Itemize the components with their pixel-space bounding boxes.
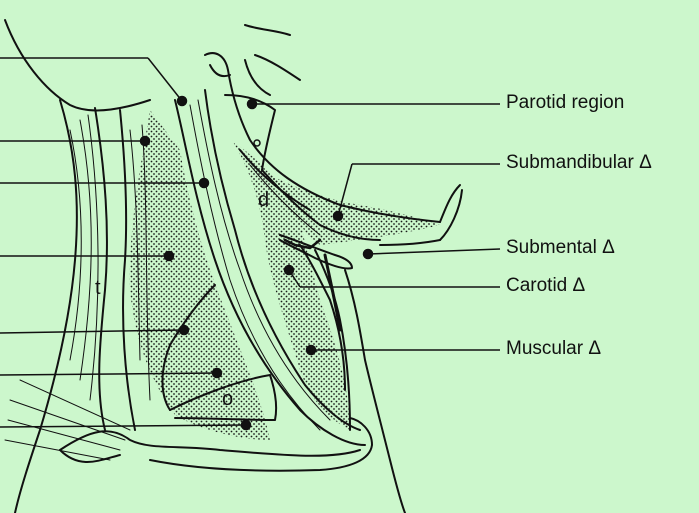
pointer-dot-left-5 [180, 326, 189, 335]
pointer-dot-left-7 [242, 421, 251, 430]
small-circle-marker [254, 140, 260, 146]
pointer-dot-left-2 [141, 137, 150, 146]
pointer-dot-left-3 [200, 179, 209, 188]
pointer-dot-parotid [248, 100, 257, 109]
pointer-dot-left-6 [213, 369, 222, 378]
pointer-dot-submental [364, 250, 373, 259]
label-carotid-triangle: Carotid Δ [506, 276, 585, 296]
pointer-dot-left-4 [165, 252, 174, 261]
pointer-dot-carotid [285, 266, 294, 275]
label-submandibular-triangle: Submandibular Δ [506, 153, 652, 173]
letter-o: o [222, 388, 233, 410]
pointer-dot-left-1 [178, 97, 187, 106]
pointer-line-submental [368, 249, 500, 254]
label-muscular-triangle: Muscular Δ [506, 339, 601, 359]
letter-d: d [258, 189, 269, 211]
letter-t: t [95, 277, 101, 299]
label-parotid-region: Parotid region [506, 93, 624, 113]
pointer-dot-muscular [307, 346, 316, 355]
label-submental-triangle: Submental Δ [506, 238, 615, 258]
pointer-dot-submandibular [334, 212, 343, 221]
